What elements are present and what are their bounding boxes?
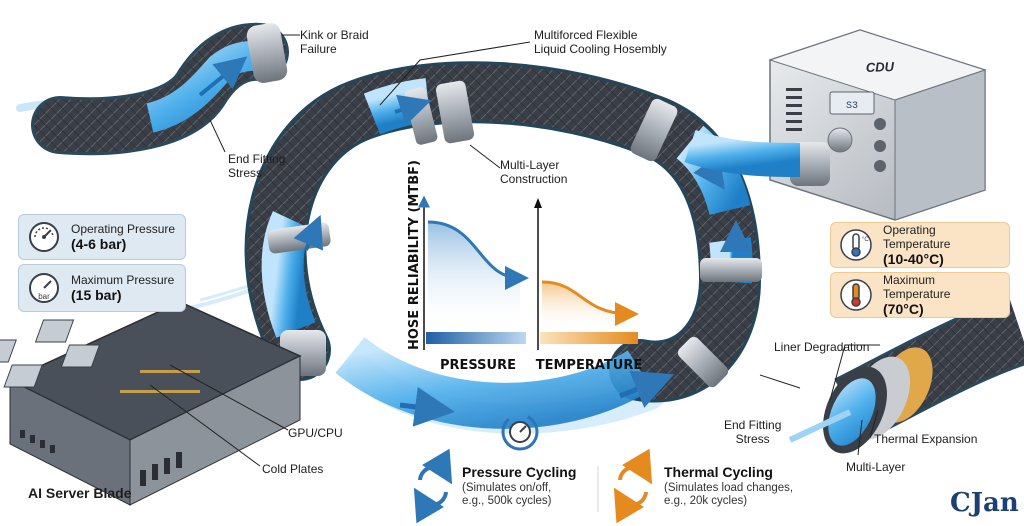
reliability-chart: HOSE RELIABILITY (MTBF) PRESSURE TEMPERA…	[407, 160, 642, 373]
temperature-curve-area	[542, 282, 630, 330]
maximum-pressure-value: (15 bar)	[71, 286, 122, 303]
main-hose-loop	[244, 61, 762, 429]
label-mlc-line1: Multi-Layer	[500, 158, 560, 172]
label-assembly: Multiforced Flexible Liquid Cooling Hose…	[534, 28, 667, 56]
operating-temperature-box: °C Operating Temperature (10-40°C)	[830, 222, 1010, 268]
label-efb-line2: Stress	[735, 432, 770, 446]
maximum-pressure-title: Maximum Pressure	[71, 272, 175, 287]
cdu-outlet-hose	[684, 129, 801, 177]
thermometer-high-icon	[840, 279, 872, 311]
chart-xlabel-pressure: PRESSURE	[440, 358, 516, 373]
label-kink-failure: Kink or Braid Failure	[300, 28, 369, 56]
label-cold-plates: Cold Plates	[262, 462, 324, 476]
label-assembly-line2: Liquid Cooling Hosembly	[534, 42, 667, 56]
pressure-cycling-desc: (Simulates on/off, e.g., 500k cycles)	[462, 482, 551, 508]
maximum-pressure-box: bar Maximum Pressure (15 bar)	[18, 264, 186, 312]
pressure-cycling-icon	[413, 448, 453, 524]
gauge-bar-unit: bar	[38, 292, 50, 301]
maximum-temperature-title: Maximum Temperature	[883, 272, 951, 301]
label-liner-degradation: Liner Degradation	[774, 340, 870, 354]
operating-pressure-value: (4-6 bar)	[71, 235, 127, 252]
pressure-cycling-line2: e.g., 500k cycles)	[462, 495, 552, 507]
brand-logo: CJan	[950, 488, 1019, 518]
label-kink-failure-line2: Failure	[300, 42, 337, 56]
label-server-blade: AI Server Blade	[28, 485, 132, 501]
label-kink-failure-line1: Kink or Braid	[300, 28, 369, 42]
thermal-cycling-line1: (Simulates load changes,	[664, 482, 794, 494]
temperature-curve	[541, 280, 639, 326]
pressure-curve	[427, 220, 529, 290]
cdu-panel-text: S3	[846, 101, 858, 112]
temperature-bar	[540, 332, 638, 344]
thermal-cycling-line2: e.g., 20k cycles)	[664, 495, 748, 507]
label-end-fitting-top-line1: End Fitting	[228, 152, 286, 166]
operating-pressure-box: Operating Pressure (4-6 bar)	[18, 214, 186, 260]
label-multi-layer: Multi-Layer	[846, 460, 906, 474]
label-end-fitting-bottom: End Fitting Stress	[724, 418, 781, 446]
pressure-cycling-gauge-icon	[501, 413, 539, 451]
leader-lines	[149, 34, 880, 467]
label-mlc-line2: Construction	[500, 172, 568, 186]
pressure-curve-area	[428, 222, 520, 330]
thermometer-unit: °C	[862, 237, 869, 243]
gauge-icon	[29, 222, 59, 252]
kink-hose-detail	[31, 22, 289, 156]
pressure-cycling-line1: (Simulates on/off,	[462, 482, 552, 494]
label-gpu-cpu: GPU/CPU	[288, 426, 343, 440]
thermal-cycling-icon	[613, 448, 653, 524]
cdu-label: CDU	[866, 59, 895, 75]
operating-temperature-value: (10-40°C)	[883, 250, 944, 267]
operating-temperature-title: Operating Temperature	[883, 222, 951, 251]
label-end-fitting-top: End Fitting Stress	[228, 152, 285, 180]
label-thermal-expansion: Thermal Expansion	[874, 432, 978, 446]
thermal-cycling-title: Thermal Cycling	[664, 464, 773, 480]
thermometer-icon: °C	[840, 229, 872, 261]
chart-ylabel: HOSE RELIABILITY (MTBF)	[407, 160, 422, 350]
pressure-bar	[426, 332, 526, 344]
cdu-unit	[768, 29, 987, 221]
maximum-temperature-value: (70°C)	[883, 300, 924, 317]
label-end-fitting-top-line2: Stress	[228, 166, 263, 180]
gauge-bar-icon: bar	[29, 273, 59, 303]
label-multi-layer-construction: Multi-Layer Construction	[500, 158, 567, 186]
operating-pressure-title: Operating Pressure	[71, 221, 176, 236]
label-efb-line1: End Fitting	[724, 418, 782, 432]
server-blade	[0, 301, 302, 506]
chart-xlabel-temperature: TEMPERATURE	[536, 358, 642, 373]
thermal-cycling-desc: (Simulates load changes, e.g., 20k cycle…	[664, 482, 793, 508]
maximum-temperature-box: Maximum Temperature (70°C)	[830, 272, 1010, 318]
pressure-cycling-title: Pressure Cycling	[462, 464, 577, 480]
label-assembly-line1: Multiforced Flexible	[534, 28, 638, 42]
cutaway-hose-detail	[788, 296, 1024, 454]
